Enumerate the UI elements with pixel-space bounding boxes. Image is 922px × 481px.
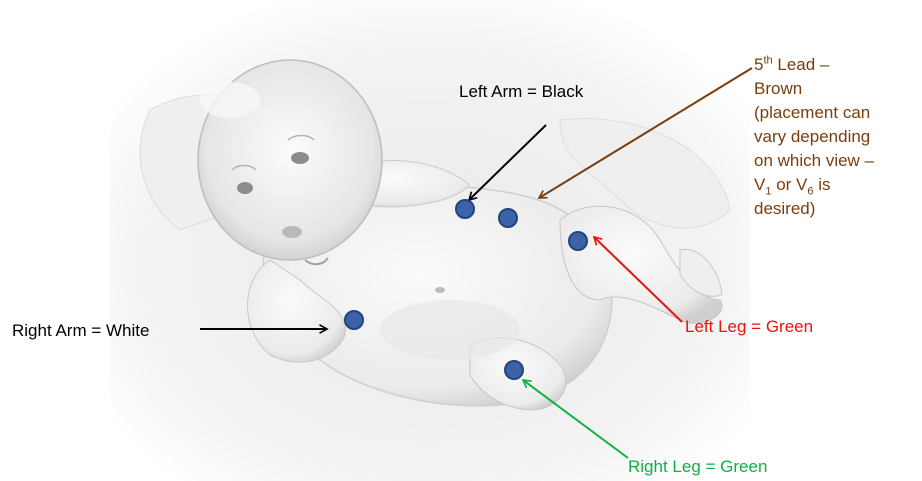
fifth-lead-line5: on which view – [754,149,914,173]
left-arm-label: Left Arm = Black [459,81,583,103]
left-arm-electrode [456,200,474,218]
left-leg-electrode [569,232,587,250]
fifth-lead-electrode [499,209,517,227]
fifth-lead-line6: V1 or V6 is [754,173,914,197]
left-leg-label: Left Leg = Green [685,316,813,338]
right-arm-label: Right Arm = White [12,320,149,342]
fifth-lead-line4: vary depending [754,125,914,149]
fifth-lead-line3: (placement can [754,101,914,125]
fifth-lead-line7: desired) [754,197,914,221]
baby-illustration [110,0,750,481]
fifth-lead-line1: 5th Lead – [754,53,914,77]
right-leg-electrode [505,361,523,379]
fifth-lead-label: 5th Lead – Brown (placement can vary dep… [754,53,914,221]
right-leg-label: Right Leg = Green [628,456,767,478]
right-arm-electrode [345,311,363,329]
fifth-lead-line2: Brown [754,77,914,101]
